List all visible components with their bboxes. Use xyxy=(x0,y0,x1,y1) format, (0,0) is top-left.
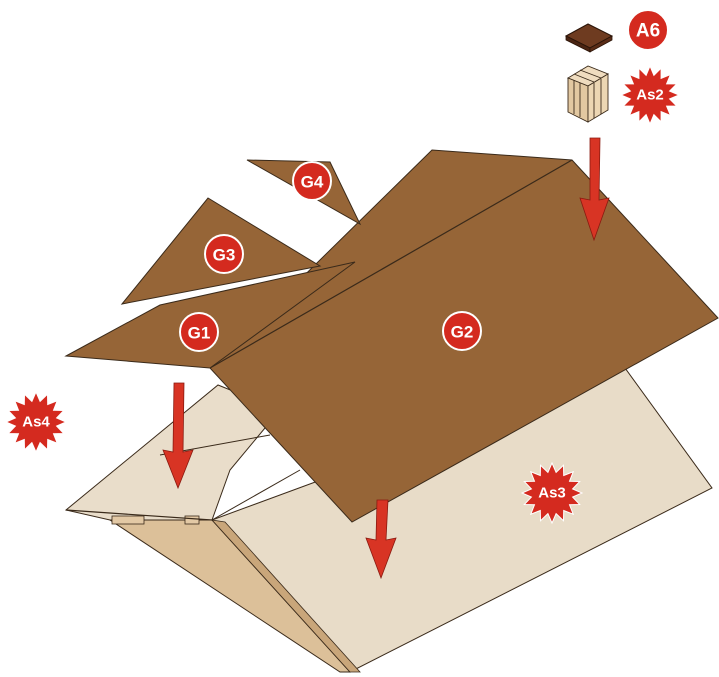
notch-block-left xyxy=(112,516,144,524)
badge-as2-label: As2 xyxy=(636,87,664,104)
badge-as3-label: As3 xyxy=(538,485,566,502)
badge-as4-label: As4 xyxy=(22,414,50,431)
badge-a6-label: A6 xyxy=(636,21,660,42)
badge-a6: A6 xyxy=(628,10,668,50)
badge-g3-label: G3 xyxy=(213,246,236,265)
badge-g2: G2 xyxy=(443,312,481,350)
badge-as3: As3 xyxy=(522,463,582,523)
badge-g2-label: G2 xyxy=(451,323,474,342)
badge-g1-label: G1 xyxy=(188,324,211,343)
badge-g4-label: G4 xyxy=(301,173,324,192)
notch-block-right xyxy=(185,516,199,524)
grooved-wooden-block-icon xyxy=(568,66,608,122)
badge-g4: G4 xyxy=(293,162,331,200)
badge-g1: G1 xyxy=(180,313,218,351)
badge-g3: G3 xyxy=(205,235,243,273)
dark-square-tile-icon xyxy=(566,24,612,52)
badge-as4: As4 xyxy=(6,392,66,452)
badge-as2: As2 xyxy=(621,66,679,124)
